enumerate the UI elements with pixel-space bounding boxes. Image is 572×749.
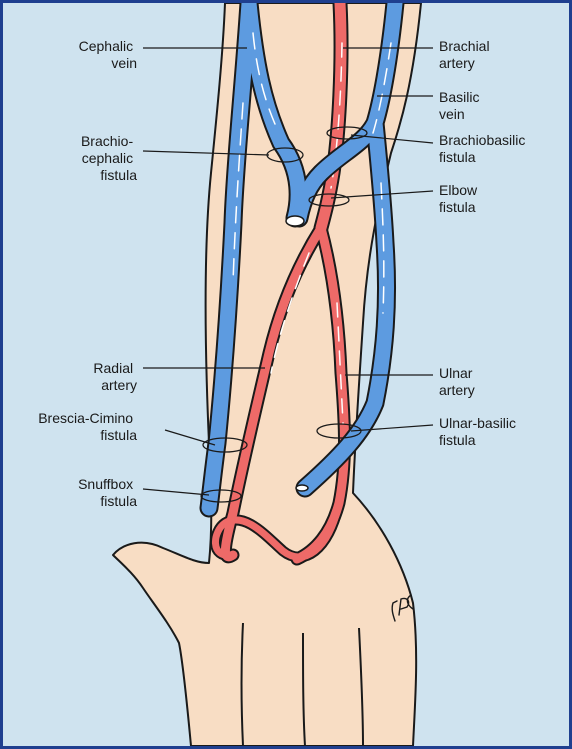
label-brescia-cimino-fistula-line-2: fistula	[100, 427, 137, 443]
finger-separation-line-1	[240, 622, 244, 746]
elbow-fistula-marker	[308, 193, 350, 207]
radial-artery	[220, 223, 326, 562]
label-ulnar-artery-line-2: artery	[439, 382, 475, 398]
label-elbow-fistula: Elbow fistula	[439, 182, 481, 215]
veins	[199, 3, 405, 518]
snuffbox-fistula-marker	[200, 489, 242, 503]
fistula-markers	[200, 126, 368, 503]
label-ulnar-basilic-fistula-line-1: Ulnar-basilic	[439, 415, 516, 431]
artery-highlight	[270, 42, 344, 424]
label-ulnar-basilic-fistula: Ulnar-basilic fistula	[439, 415, 520, 448]
label-brachiobasilic-fistula-line-1: Brachiobasilic	[439, 132, 525, 148]
left-labels: Cephalic vein Brachio- cephalic fistula …	[38, 38, 137, 509]
label-brachiocephalic-fistula-line-2: cephalic	[82, 150, 133, 166]
vein-cut-end	[285, 215, 305, 227]
brachiobasilic-fistula-marker	[326, 126, 368, 140]
label-elbow-fistula-line-2: fistula	[439, 199, 476, 215]
palmar-arch	[212, 499, 343, 561]
label-ulnar-basilic-fistula-line-2: fistula	[439, 432, 476, 448]
finger-separation-line-3	[358, 627, 364, 746]
artist-signature	[391, 594, 414, 622]
label-snuffbox-fistula-line-2: fistula	[100, 493, 137, 509]
label-snuffbox-fistula-line-1: Snuffbox	[78, 476, 133, 492]
label-basilic-vein-line-2: vein	[439, 106, 465, 122]
label-brachial-artery-line-2: artery	[439, 55, 475, 71]
leader-brachiocephalic-fistula	[142, 150, 270, 156]
leader-brescia-cimino-fistula	[164, 429, 216, 446]
label-brachiobasilic-fistula-line-2: fistula	[439, 149, 476, 165]
label-cephalic-vein: Cephalic vein	[79, 38, 137, 71]
label-basilic-vein-line-1: Basilic	[439, 89, 479, 105]
label-ulnar-artery: Ulnar artery	[439, 365, 476, 398]
finger-separation-line-2	[302, 632, 306, 746]
label-elbow-fistula-line-1: Elbow	[439, 182, 478, 198]
label-brescia-cimino-fistula-line-1: Brescia-Cimino	[38, 410, 133, 426]
label-brescia-cimino-fistula: Brescia-Cimino fistula	[38, 410, 137, 443]
label-brachiocephalic-fistula-line-1: Brachio-	[81, 133, 133, 149]
arm-vascular-access-diagram: Cephalic vein Brachio- cephalic fistula …	[38, 3, 529, 746]
label-ulnar-artery-line-1: Ulnar	[439, 365, 473, 381]
label-radial-artery-line-2: artery	[101, 377, 137, 393]
leader-brachiobasilic-fistula	[350, 134, 434, 144]
label-cephalic-vein-line-1: Cephalic	[79, 38, 133, 54]
vein-cut-end-ulnar	[295, 484, 309, 492]
leader-snuffbox-fistula	[142, 488, 210, 496]
label-brachiobasilic-fistula: Brachiobasilic fistula	[439, 132, 529, 165]
vein-highlight	[232, 32, 392, 314]
label-brachial-artery-line-1: Brachial	[439, 38, 490, 54]
label-cephalic-vein-line-2: vein	[111, 55, 137, 71]
leader-ulnar-basilic-fistula	[350, 424, 434, 432]
label-brachiocephalic-fistula-line-3: fistula	[100, 167, 137, 183]
label-basilic-vein: Basilic vein	[439, 89, 483, 122]
leader-lines	[142, 47, 434, 496]
label-snuffbox-fistula: Snuffbox fistula	[78, 476, 137, 509]
label-brachiocephalic-fistula: Brachio- cephalic fistula	[81, 133, 137, 183]
ulnar-basilic-fistula-marker	[316, 423, 362, 439]
label-radial-artery-line-1: Radial	[93, 360, 133, 376]
label-radial-artery: Radial artery	[93, 360, 137, 393]
brescia-cimino-fistula-marker	[202, 437, 248, 453]
right-labels: Brachial artery Basilic vein Brachiobasi…	[439, 38, 529, 448]
leader-elbow-fistula	[330, 190, 434, 199]
label-brachial-artery: Brachial artery	[439, 38, 493, 71]
